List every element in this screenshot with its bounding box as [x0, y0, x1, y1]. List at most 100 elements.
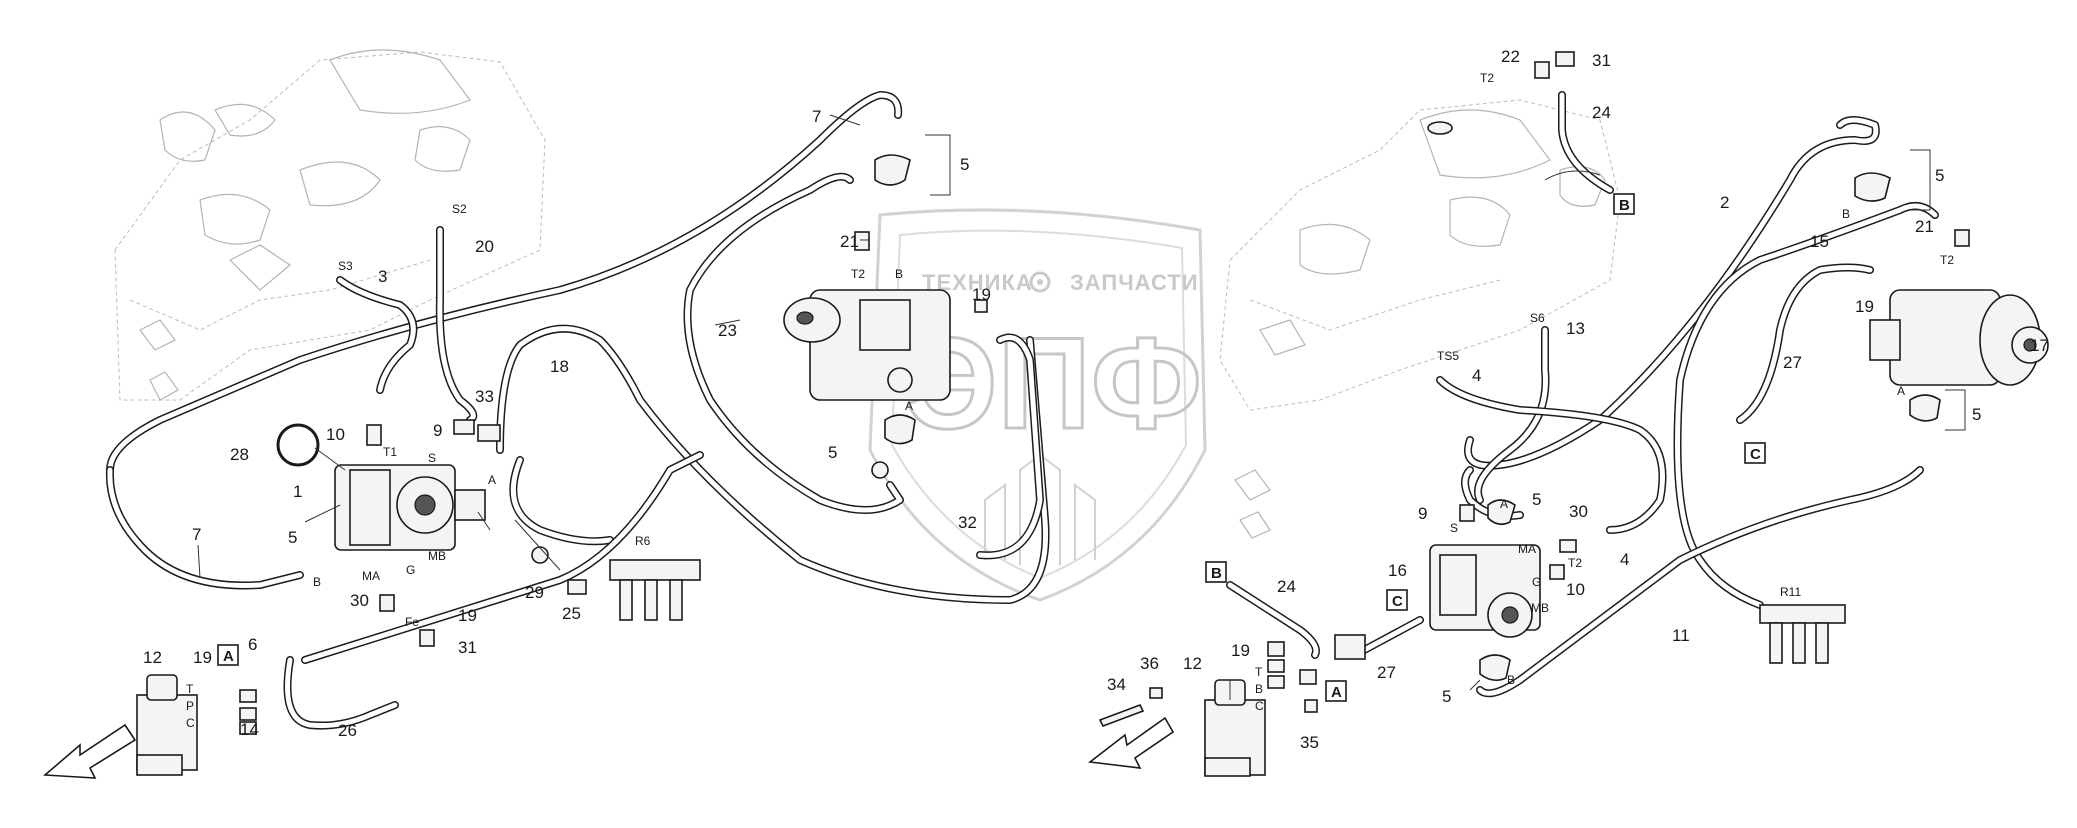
callout-4b: 4: [1620, 550, 1629, 569]
clamp-5-right-mid: [1909, 394, 1941, 422]
port-t1: T1: [383, 445, 397, 459]
port-a-motor: A: [1897, 384, 1905, 398]
callout-5r: 5: [1935, 166, 1944, 185]
callout-12: 12: [143, 648, 162, 667]
hose-23: [683, 172, 904, 514]
callout-29: 29: [525, 583, 544, 602]
callout-5r3: 5: [1532, 490, 1541, 509]
watermark-gear-icon: [1029, 271, 1051, 293]
port-b-pump: B: [313, 575, 321, 589]
callout-12r: 12: [1183, 654, 1202, 673]
callout-2r: 2: [1720, 193, 1729, 212]
port-t2-motor: T2: [1940, 253, 1954, 267]
callout-5r4: 5: [1442, 687, 1451, 706]
callout-21: 21: [840, 232, 859, 251]
left-hoses: [105, 91, 1050, 730]
watermark-shield-inner: [890, 229, 1188, 580]
callout-11: 11: [1672, 626, 1690, 645]
port-a-pump-r: A: [1500, 497, 1508, 511]
label-ts5: TS5: [1437, 349, 1459, 363]
hose-27-lower: [1351, 616, 1424, 659]
port-c-valve-r: C: [1255, 699, 1264, 713]
right-components: [1098, 51, 2049, 777]
label-r11: R11: [1780, 585, 1801, 599]
callout-30r: 30: [1569, 502, 1588, 521]
box-c-lower-text: C: [1392, 593, 1403, 610]
watermark: ТЕХНИКА ЗАПЧАСТИ ЭПФ: [868, 208, 1207, 602]
callout-32: 32: [958, 513, 977, 532]
callout-10: 10: [326, 425, 345, 444]
valve-block-12: [136, 674, 198, 776]
callout-14: 14: [240, 720, 259, 739]
right-callouts: 22 31 24 2 5 15 21 17 19 27 5 13 4 9 5 3…: [1107, 47, 2049, 752]
callout-10r: 10: [1566, 580, 1585, 599]
port-b-pump-r: B: [1507, 673, 1515, 687]
port-b: B: [895, 267, 903, 281]
port-p-valve: P: [186, 699, 194, 713]
callout-30: 30: [350, 591, 369, 610]
callout-9: 9: [433, 421, 442, 440]
reservoir-cap: [1427, 121, 1453, 135]
leader-lines: [197, 114, 1966, 700]
port-s: S: [428, 451, 436, 465]
port-fe: Fe: [405, 615, 419, 629]
box-a-left-text: A: [223, 648, 234, 665]
clamp-5-top: [874, 154, 911, 186]
left-boxed-labels: A: [217, 644, 239, 666]
port-t2: T2: [851, 267, 865, 281]
callout-5c: 5: [828, 443, 837, 462]
callout-3: 3: [378, 267, 387, 286]
port-ma: MA: [362, 569, 380, 583]
box-c-lower: [1386, 589, 1408, 611]
hose-4: [1436, 376, 1667, 534]
box-a-right-text: A: [1331, 684, 1342, 701]
callout-35: 35: [1300, 733, 1319, 752]
seal-ring-28: [276, 423, 320, 467]
box-b-lower-text: B: [1211, 565, 1222, 582]
callout-20: 20: [475, 237, 494, 256]
port-a-pump: A: [488, 473, 496, 487]
right-hoses: [1226, 91, 1939, 698]
callout-19r: 19: [1855, 297, 1874, 316]
box-a-left: [217, 644, 239, 666]
callout-26: 26: [338, 721, 357, 740]
port-ma-r: MA: [1518, 542, 1536, 556]
port-c-valve: C: [186, 716, 195, 730]
left-callouts: 7 5 21 23 3 20 18 33 9 10 28 1 7 5 30 29…: [143, 107, 991, 740]
port-t2-pump-r: T2: [1568, 556, 1582, 570]
port-g: G: [406, 563, 415, 577]
box-b-lower: [1205, 561, 1227, 583]
hose-24-bottom: [1226, 581, 1320, 659]
port-t-valve-r: T: [1255, 665, 1263, 679]
label-s3: S3: [338, 259, 353, 273]
port-b-right: B: [1842, 207, 1850, 221]
callout-19c: 19: [972, 285, 991, 304]
hose-11: [1476, 466, 1924, 698]
callout-9r: 9: [1418, 504, 1427, 523]
right-port-letters: T2 B T2 A S6 TS5 A S MA G T2 MB B T B C: [1255, 71, 1954, 713]
callout-34: 34: [1107, 675, 1126, 694]
port-g-r: G: [1532, 575, 1541, 589]
box-c-right-text: C: [1750, 446, 1761, 463]
hose-7-top: [106, 91, 903, 474]
watermark-monogram: ЭПФ: [905, 310, 1202, 456]
callout-31r: 31: [1592, 51, 1611, 70]
callout-23: 23: [718, 321, 737, 340]
callout-18: 18: [550, 357, 569, 376]
callout-31: 31: [458, 638, 477, 657]
fitting-bank-r6: [609, 559, 701, 621]
hose-27-upper: [1736, 263, 1874, 424]
port-a: A: [905, 399, 913, 413]
callout-5b: 5: [288, 528, 297, 547]
bolt-34: [1098, 703, 1145, 728]
pump-1: [334, 464, 486, 551]
hose-32: [976, 333, 1044, 560]
left-components: [136, 154, 988, 776]
port-b-valve-r: B: [1255, 682, 1263, 696]
callout-22: 22: [1501, 47, 1520, 66]
callout-33: 33: [475, 387, 494, 406]
callout-19b: 19: [193, 648, 212, 667]
hose-26: [283, 656, 399, 730]
left-engine-ghost: [114, 49, 546, 401]
port-t-valve: T: [186, 682, 194, 696]
